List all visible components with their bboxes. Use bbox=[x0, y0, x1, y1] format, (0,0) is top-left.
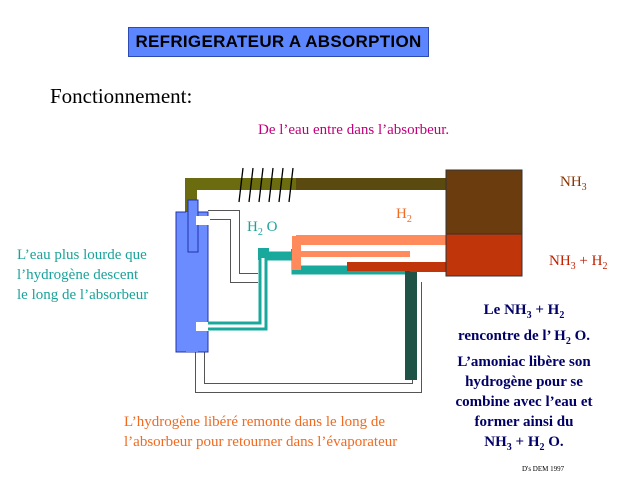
h2o-label: H2 O bbox=[247, 219, 278, 238]
nh3-h2-label: NH3 + H2 bbox=[549, 253, 608, 272]
mixed-gas-connector bbox=[347, 262, 447, 271]
h2-label: H2 bbox=[396, 206, 412, 225]
left-note: L’eau plus lourde que l’hydrogène descen… bbox=[17, 247, 149, 303]
nh3-label: NH3 bbox=[560, 174, 587, 193]
title-box: REFRIGERATEUR A ABSORPTION bbox=[128, 27, 429, 57]
subtitle: Fonctionnement: bbox=[50, 84, 193, 108]
dark-green-pipe bbox=[405, 268, 417, 380]
nh3-reservoir bbox=[445, 169, 523, 235]
signature: D's DEM 1997 bbox=[522, 465, 565, 473]
cooling-fins bbox=[238, 167, 294, 203]
water-enters-label: De l’eau entre dans l’absorbeur. bbox=[258, 122, 450, 138]
bottom-note: L’hydrogène libéré remonte dans le long … bbox=[124, 414, 398, 450]
right-note: Le NH3 + H2 rencontre de l’ H2 O. L’amon… bbox=[455, 302, 593, 453]
page-title: REFRIGERATEUR A ABSORPTION bbox=[135, 32, 422, 51]
nh3-h2-chamber bbox=[445, 233, 523, 277]
